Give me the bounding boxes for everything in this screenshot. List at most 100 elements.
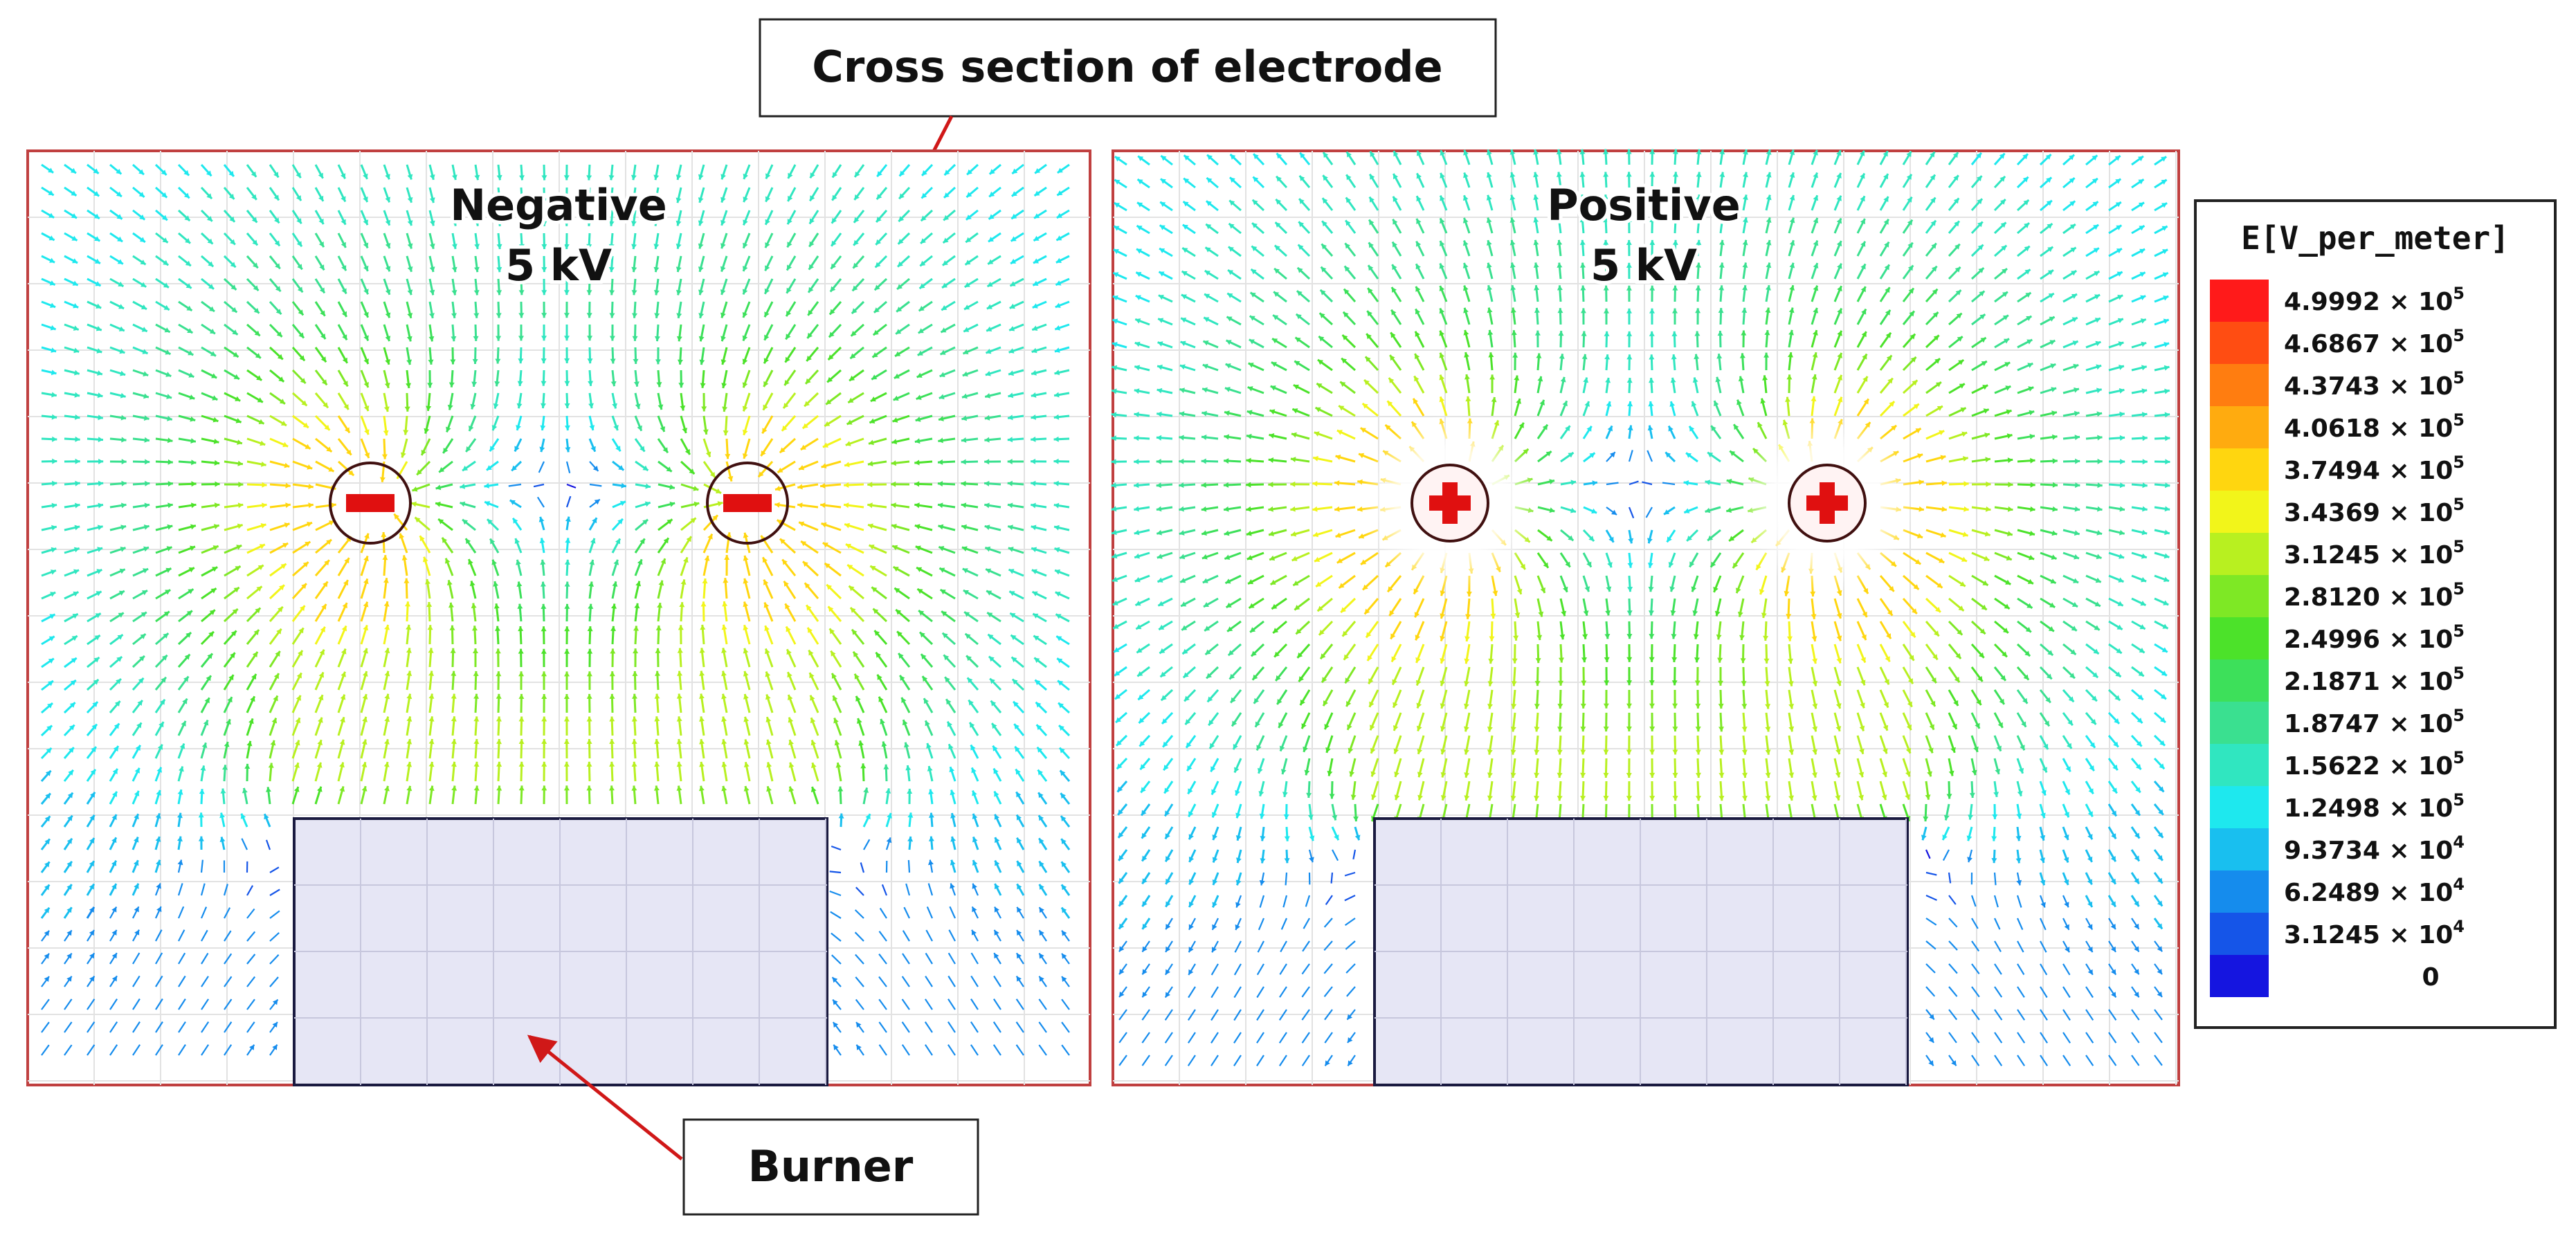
field-vector-head bbox=[799, 521, 805, 527]
field-vector-head bbox=[833, 718, 839, 724]
field-vector-head bbox=[494, 381, 500, 387]
field-vector-head bbox=[341, 265, 347, 271]
field-vector-head bbox=[809, 241, 815, 247]
field-vector-head bbox=[787, 264, 792, 271]
field-vector-head bbox=[237, 523, 243, 529]
field-vector-head bbox=[810, 172, 815, 179]
field-vector-head bbox=[917, 589, 923, 594]
field-vector-head bbox=[989, 169, 995, 174]
field-vector-head bbox=[946, 699, 952, 705]
field-vector-head bbox=[1037, 769, 1043, 776]
field-vector-head bbox=[163, 611, 170, 617]
field-vector-head bbox=[541, 198, 547, 203]
field-vector-head bbox=[185, 632, 192, 638]
field-vector-head bbox=[702, 429, 709, 435]
field-vector-head bbox=[1055, 280, 1062, 286]
field-vector-head bbox=[916, 567, 923, 572]
field-vector-head bbox=[222, 765, 228, 770]
field-vector-head bbox=[183, 192, 190, 199]
field-vector-head bbox=[473, 671, 479, 676]
field-vector-head bbox=[274, 240, 280, 246]
field-vector-head bbox=[680, 579, 687, 585]
field-vector-head bbox=[340, 717, 345, 723]
field-vector-head bbox=[632, 693, 637, 699]
field-vector-head bbox=[669, 501, 675, 507]
field-vector-head bbox=[260, 440, 266, 446]
field-vector-head bbox=[633, 381, 640, 387]
field-vector-head bbox=[720, 243, 726, 249]
field-vector-head bbox=[541, 694, 547, 699]
field-vector-head bbox=[634, 603, 640, 609]
field-vector-head bbox=[941, 327, 947, 333]
field-vector-head bbox=[618, 465, 624, 471]
field-vector-head bbox=[1007, 480, 1013, 486]
field-vector-head bbox=[765, 242, 770, 248]
field-vector-head bbox=[831, 240, 837, 246]
field-vector-head bbox=[320, 310, 325, 316]
field-vector-head bbox=[276, 331, 282, 337]
field-vector-head bbox=[786, 287, 792, 293]
field-vector-head bbox=[383, 578, 389, 583]
field-vector-head bbox=[257, 397, 263, 403]
field-vector-head bbox=[341, 626, 347, 632]
field-vector-head bbox=[717, 501, 723, 507]
field-vector-head bbox=[362, 694, 368, 700]
field-vector-head bbox=[318, 241, 324, 248]
field-vector-head bbox=[984, 459, 990, 465]
field-vector-head bbox=[73, 591, 79, 597]
field-vector-head bbox=[853, 217, 860, 223]
field-vector-head bbox=[161, 655, 167, 661]
field-vector-head bbox=[484, 483, 489, 489]
field-vector-head bbox=[698, 174, 704, 180]
field-vector-head bbox=[1054, 347, 1060, 353]
field-vector-head bbox=[275, 286, 281, 292]
field-vector-head bbox=[385, 359, 390, 365]
field-vector-head bbox=[363, 358, 369, 365]
field-vector-head bbox=[786, 649, 792, 655]
field-vector-head bbox=[944, 192, 950, 198]
field-vector-head bbox=[893, 567, 899, 572]
field-vector-head bbox=[633, 358, 639, 364]
field-vector-head bbox=[496, 739, 502, 745]
field-vector-head bbox=[586, 716, 592, 722]
field-vector-head bbox=[191, 481, 197, 487]
field-vector-head bbox=[970, 722, 975, 728]
field-vector-head bbox=[720, 359, 727, 365]
field-vector-head bbox=[317, 740, 323, 746]
field-vector-head bbox=[853, 239, 859, 246]
field-vector-head bbox=[97, 370, 102, 376]
field-vector-head bbox=[166, 546, 172, 551]
field-vector-head bbox=[51, 547, 57, 553]
field-vector-head bbox=[382, 555, 388, 560]
field-vector-head bbox=[1054, 547, 1060, 553]
field-vector-head bbox=[273, 673, 279, 680]
field-vector-head bbox=[720, 197, 726, 203]
field-vector-head bbox=[873, 329, 879, 336]
field-vector-head bbox=[988, 656, 995, 662]
field-vector-head bbox=[608, 174, 615, 181]
field-vector-head bbox=[1032, 325, 1038, 331]
field-vector-head bbox=[876, 194, 882, 200]
field-vector-head bbox=[831, 217, 837, 224]
field-vector-head bbox=[280, 563, 287, 569]
field-vector-head bbox=[743, 219, 748, 226]
field-vector-head bbox=[782, 559, 788, 565]
field-vector-head bbox=[853, 651, 859, 657]
field-vector-head bbox=[653, 174, 660, 181]
field-vector-head bbox=[898, 239, 904, 244]
field-vector-head bbox=[253, 308, 260, 313]
field-vector-head bbox=[92, 702, 98, 707]
field-vector-head bbox=[341, 241, 346, 248]
field-vector-head bbox=[986, 326, 992, 331]
field-vector-head bbox=[785, 603, 790, 610]
field-vector-head bbox=[919, 283, 925, 289]
field-vector-head bbox=[742, 335, 748, 341]
field-vector-head bbox=[118, 326, 125, 331]
field-vector-head bbox=[678, 383, 684, 388]
field-vector-head bbox=[804, 583, 810, 589]
field-vector-head bbox=[96, 591, 102, 596]
field-vector-head bbox=[496, 693, 502, 699]
field-vector-head bbox=[961, 524, 967, 530]
field-vector-head bbox=[135, 745, 140, 751]
field-vector-head bbox=[406, 716, 412, 722]
